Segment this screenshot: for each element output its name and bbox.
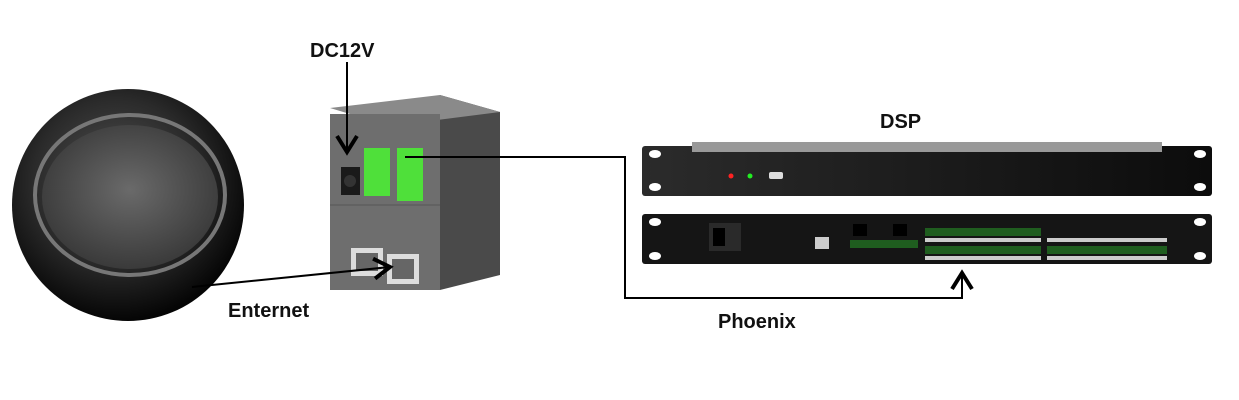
- dsp-front-panel: [642, 142, 1212, 196]
- ceiling-speaker: [12, 89, 244, 321]
- network-audio-module: [330, 95, 500, 290]
- pwr-led: [728, 173, 734, 179]
- remote-in-terminal: [364, 148, 390, 196]
- dc12v-label: DC12V: [310, 40, 375, 62]
- remote-out-terminal: [397, 148, 423, 201]
- dsp-rear-panel: [642, 214, 1212, 264]
- phoenix-label: Phoenix: [718, 311, 796, 333]
- enternet-label: Enternet: [228, 300, 310, 322]
- usb-port: [769, 172, 783, 179]
- phoenix-arrow: [405, 156, 974, 299]
- connection-lines: [191, 62, 974, 299]
- dsp-label: DSP: [880, 111, 922, 133]
- sys-led: [747, 173, 753, 179]
- ethernet-arrow: [191, 256, 394, 288]
